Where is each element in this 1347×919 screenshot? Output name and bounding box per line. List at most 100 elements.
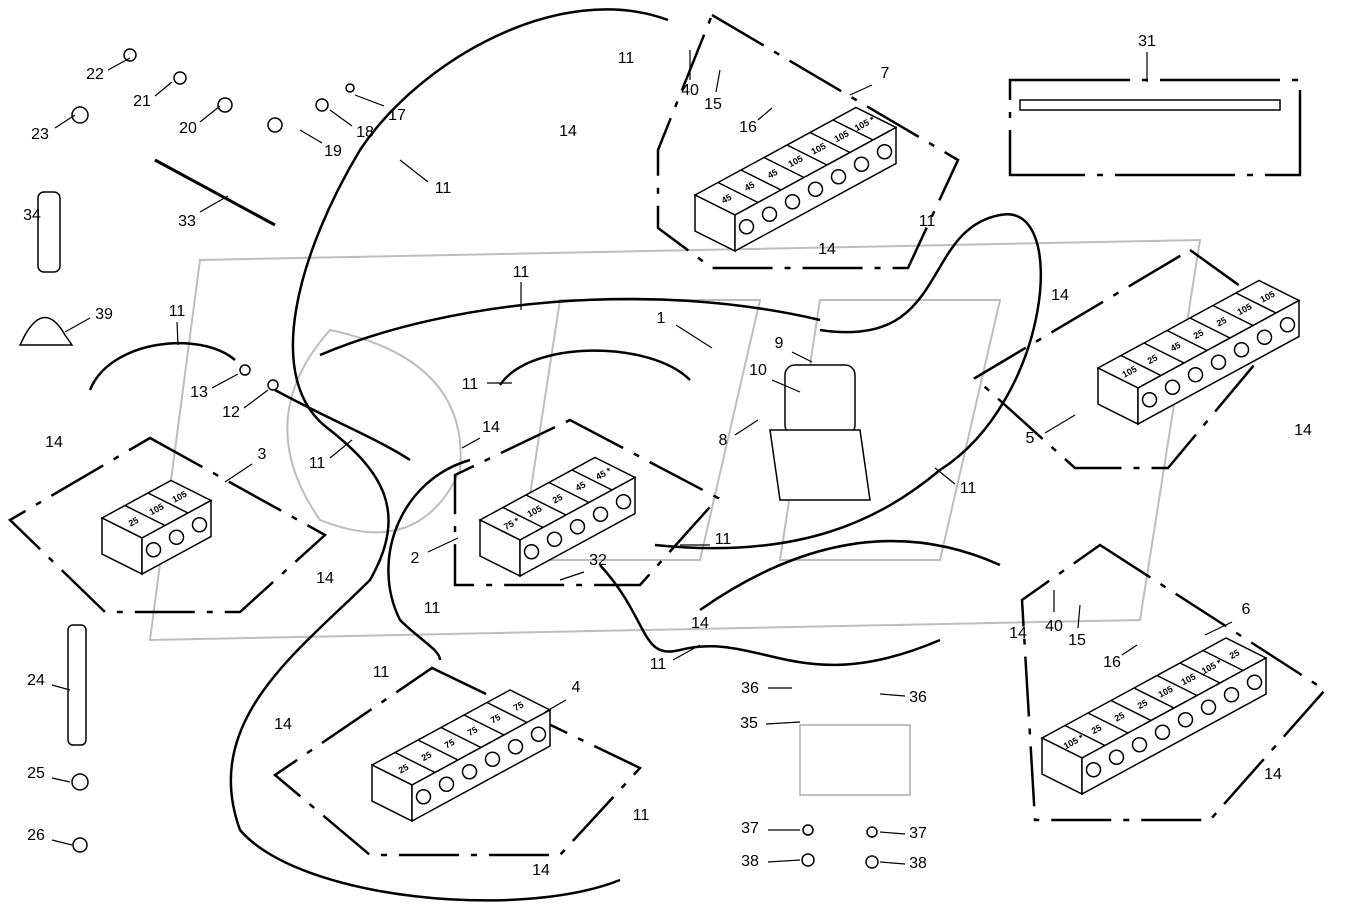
port-fitting: [145, 542, 162, 558]
leader-line: [107, 57, 131, 71]
callout-number: 11: [715, 531, 732, 548]
callout-36: 36: [879, 689, 927, 706]
segment-label: 75: [443, 737, 457, 751]
callout-number: 16: [739, 119, 757, 136]
callout-number: 3: [258, 446, 267, 463]
callout-23: 23: [31, 114, 76, 143]
callout-number: 24: [27, 672, 45, 689]
leader-line: [54, 114, 76, 129]
callout-number: 4: [572, 679, 581, 696]
callout-11: 11: [513, 264, 529, 310]
callout-19: 19: [299, 129, 342, 160]
callout-11: 11: [169, 303, 186, 346]
callout-36: 36: [741, 680, 792, 697]
leader-line: [672, 644, 701, 661]
callout-14: 14: [45, 434, 63, 451]
leader-line: [299, 129, 323, 144]
callout-4: 4: [544, 679, 581, 713]
port-fitting: [1256, 329, 1273, 345]
callout-11: 11: [650, 644, 701, 673]
callout-40: 40: [1045, 590, 1063, 635]
callout-11: 11: [373, 664, 390, 681]
leader-line: [399, 159, 429, 183]
callout-number: 14: [316, 570, 334, 587]
callout-37: 37: [741, 820, 800, 837]
callout-number: 11: [435, 180, 452, 197]
callout-14: 14: [532, 862, 550, 879]
callout-11: 11: [934, 467, 977, 497]
segment-label: 45: [720, 192, 734, 206]
port-fitting: [523, 544, 540, 560]
leader-line: [544, 699, 567, 713]
callout-number: 11: [169, 303, 186, 320]
callout-number: 14: [532, 862, 550, 879]
callout-number: 11: [919, 213, 936, 230]
port-fitting: [1108, 749, 1125, 765]
callout-31: 31: [1138, 33, 1156, 82]
callout-26: 26: [27, 827, 73, 846]
leader-line: [1204, 621, 1233, 636]
port-fitting: [1187, 367, 1204, 383]
callout-number: 21: [133, 93, 151, 110]
callout-number: 12: [222, 404, 240, 421]
callout-number: 34: [23, 207, 41, 224]
leader-line: [767, 859, 801, 863]
leader-line: [199, 105, 221, 123]
cable-tie-33: [154, 158, 276, 227]
leader-line: [199, 195, 229, 213]
port-fitting: [507, 739, 524, 755]
callout-number: 25: [27, 765, 45, 782]
assembly-frames: [7, 13, 1327, 857]
port-fitting: [615, 494, 632, 510]
leader-line: [243, 389, 269, 409]
callout-number: 32: [589, 552, 607, 569]
callout-number: 17: [388, 107, 406, 124]
callout-15: 15: [1068, 604, 1086, 649]
callout-39: 39: [64, 306, 113, 333]
callout-11: 11: [309, 439, 353, 472]
callout-18: 18: [329, 109, 374, 141]
leader-line: [715, 69, 721, 93]
callout-14: 14: [316, 570, 334, 587]
callout-number: 14: [818, 241, 836, 258]
frame-4: [272, 666, 643, 857]
callout-38: 38: [741, 853, 801, 870]
callout-number: 19: [324, 143, 342, 160]
callout-20: 20: [179, 105, 221, 137]
callout-number: 14: [1009, 625, 1027, 642]
callout-6: 6: [1204, 601, 1251, 636]
port-fitting: [738, 219, 755, 235]
callout-number: 14: [1294, 422, 1312, 439]
callout-number: 11: [618, 50, 635, 67]
port-fitting: [761, 206, 778, 222]
frame-7: [656, 13, 960, 270]
leader-line: [154, 81, 173, 97]
port-fitting: [784, 194, 801, 210]
callout-number: 14: [45, 434, 63, 451]
block-35-ghost: [799, 724, 911, 796]
port-fitting: [807, 181, 824, 197]
callout-number: 36: [909, 689, 927, 706]
callout-number: 37: [909, 825, 927, 842]
callout-number: 20: [179, 120, 197, 137]
callout-number: 11: [960, 480, 977, 497]
callout-number: 36: [741, 680, 759, 697]
callout-10: 10: [749, 362, 801, 393]
segment-label: 25: [397, 762, 411, 776]
segment-label: 75: [489, 712, 503, 726]
callout-number: 10: [749, 362, 767, 379]
callout-number: 14: [1051, 287, 1069, 304]
port-fitting: [1141, 392, 1158, 408]
leader-line: [329, 439, 353, 459]
port-fitting: [1233, 342, 1250, 358]
leader-line: [64, 317, 91, 333]
leader-line: [849, 84, 873, 96]
port-fitting: [1200, 699, 1217, 715]
callout-number: 9: [775, 335, 784, 352]
port-fitting: [415, 789, 432, 805]
callout-number: 14: [482, 419, 500, 436]
segment-label: 45: [766, 167, 780, 181]
